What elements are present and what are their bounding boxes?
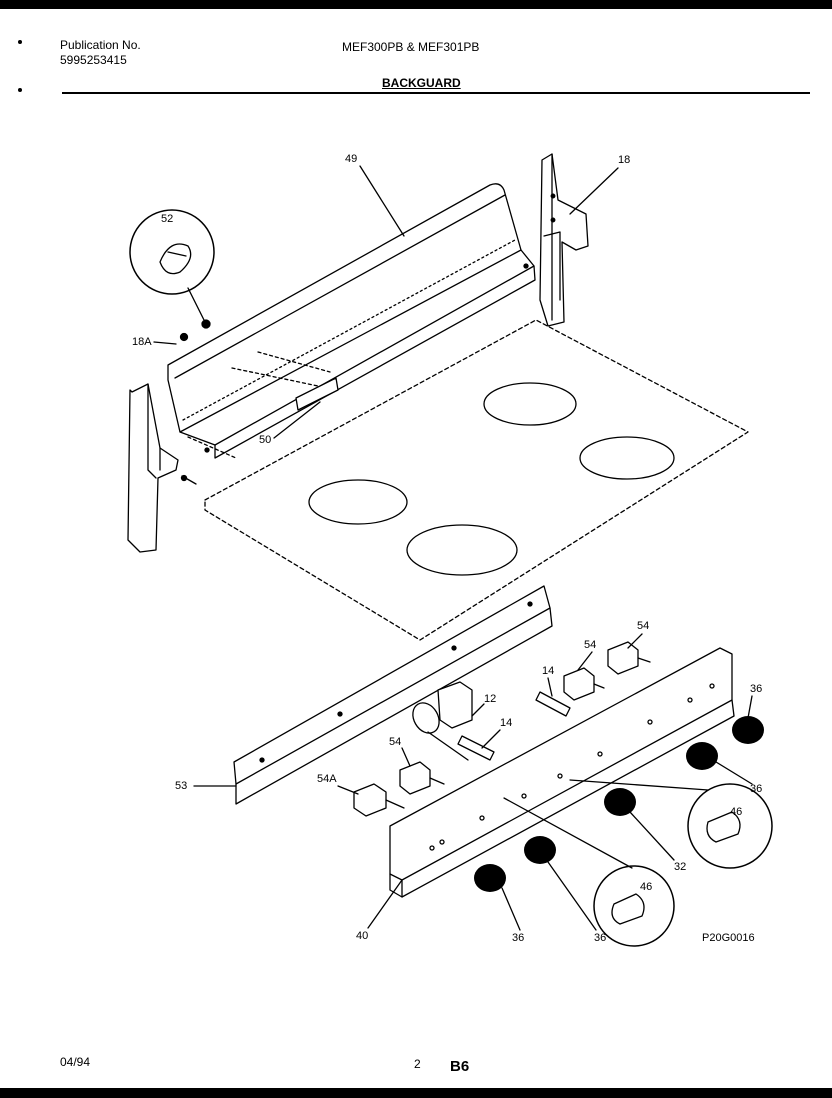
publication-label: Publication No. xyxy=(60,38,141,52)
switch-54-left xyxy=(399,761,431,795)
detail-circle-46-bottom xyxy=(593,865,675,947)
label-part-52: 52 xyxy=(161,213,173,225)
front-channel xyxy=(233,585,551,785)
switch-54a xyxy=(353,783,387,817)
label-part-36-r1: 36 xyxy=(750,683,762,695)
label-part-46-right: 46 xyxy=(730,806,742,818)
label-part-12: 12 xyxy=(484,693,496,705)
label-part-18: 18 xyxy=(618,154,630,166)
label-part-32: 32 xyxy=(674,861,686,873)
switch-54-mid xyxy=(563,667,595,701)
footer-page-code: B6 xyxy=(450,1058,470,1075)
trim-piece xyxy=(295,377,339,411)
label-part-36-r2: 36 xyxy=(750,783,762,795)
label-part-36-b1: 36 xyxy=(512,932,524,944)
label-part-49: 49 xyxy=(345,153,357,165)
bottom-border-bar xyxy=(0,1088,832,1098)
knob-bottom-mid xyxy=(524,836,556,864)
backguard-panel xyxy=(167,183,535,446)
label-part-36-b2: 36 xyxy=(594,932,606,944)
knob-bottom-left xyxy=(474,864,506,892)
burner-front-left xyxy=(308,479,408,525)
detail-circle-46-right xyxy=(687,783,773,869)
label-part-50: 50 xyxy=(259,434,271,446)
footer-page-number: 2 xyxy=(414,1057,421,1071)
burner-front-right xyxy=(406,524,518,576)
knob-center xyxy=(604,788,636,816)
label-part-53: 53 xyxy=(175,780,187,792)
burner-back-left xyxy=(483,382,577,426)
footer-date: 04/94 xyxy=(60,1055,91,1069)
label-part-54a: 54A xyxy=(317,773,337,785)
label-part-46-bottom: 46 xyxy=(640,881,652,893)
top-border-bar xyxy=(0,0,832,9)
control-panel xyxy=(389,647,733,881)
figure-code: P20G0016 xyxy=(702,932,755,944)
end-cap-left xyxy=(127,383,179,553)
burner-back-right xyxy=(579,436,675,480)
end-cap-right xyxy=(539,153,589,327)
binder-hole-dot-1 xyxy=(18,40,22,44)
label-part-54-left: 54 xyxy=(389,736,401,748)
label-part-18a: 18A xyxy=(132,336,152,348)
section-title: BACKGUARD xyxy=(382,76,461,90)
header-rule xyxy=(62,92,810,94)
label-part-54-top: 54 xyxy=(637,620,649,632)
publication-number: 5995253415 xyxy=(60,53,127,67)
label-part-14-mid: 14 xyxy=(500,717,512,729)
knob-right-top xyxy=(732,716,764,744)
binder-hole-dot-2 xyxy=(18,88,22,92)
label-part-14-top: 14 xyxy=(542,665,554,677)
knob-right-mid xyxy=(686,742,718,770)
label-part-40: 40 xyxy=(356,930,368,942)
switch-54-top xyxy=(607,641,639,675)
thermostat-control xyxy=(437,681,473,729)
label-part-54-mid: 54 xyxy=(584,639,596,651)
sensor-14-top xyxy=(535,691,571,717)
detail-circle-52 xyxy=(129,209,215,295)
model-numbers: MEF300PB & MEF301PB xyxy=(342,40,480,54)
